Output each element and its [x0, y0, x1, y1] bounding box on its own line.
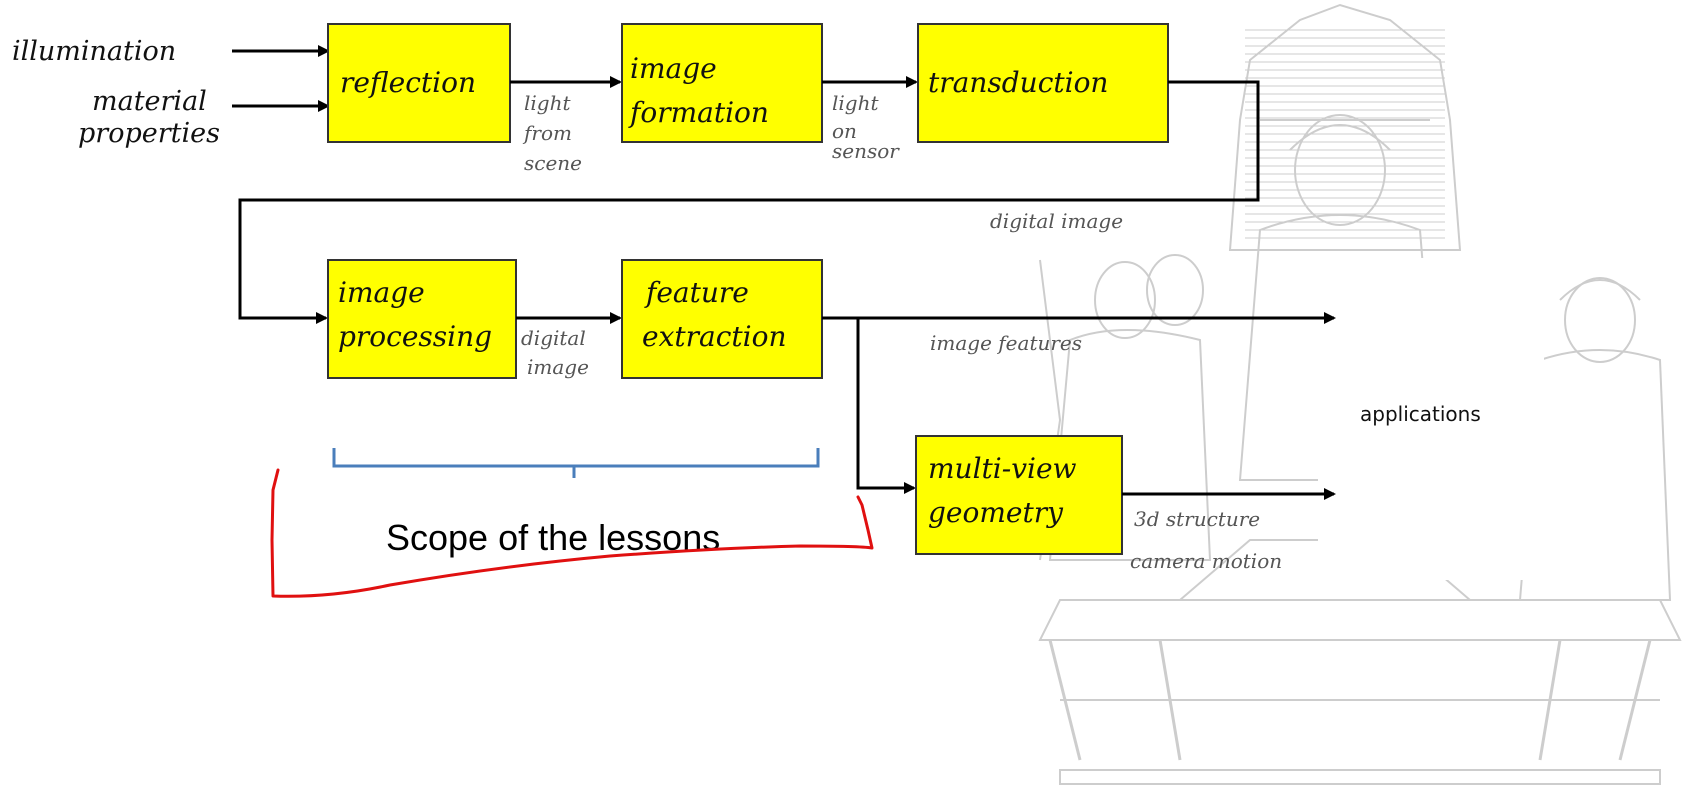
to-multiview-arrow [856, 318, 916, 494]
scope-annotation [270, 468, 874, 598]
image-processing-label-2: processing [338, 320, 492, 353]
feature-extraction-label-1: feature [644, 276, 749, 309]
edge-label-on: on [832, 119, 857, 143]
image-formation-box: image formation [621, 23, 823, 143]
edge-label-scene: scene [524, 151, 582, 175]
edge-label-light-2: light [832, 91, 879, 115]
edge-label-image-features: image features [930, 331, 1082, 355]
image-processing-label-1: image [338, 276, 425, 309]
feature-extraction-box: feature extraction [621, 259, 823, 379]
edge-label-digital: digital [521, 326, 586, 350]
multi-view-geometry-box: multi-view geometry [915, 435, 1123, 555]
applications-panel [1318, 258, 1544, 580]
edge-label-3d-structure: 3d structure [1134, 507, 1260, 531]
image-formation-label-1: image [630, 52, 717, 85]
edge-label-from: from [522, 121, 572, 145]
multi-view-geometry-label-1: multi-view [928, 452, 1077, 485]
edge-label-image: image [527, 355, 589, 379]
material-label: material [92, 86, 207, 117]
reflection-box: reflection [327, 23, 511, 143]
transduction-label: transduction [928, 66, 1108, 99]
applications-label: applications [1360, 402, 1481, 426]
multi-view-geometry-label-2: geometry [928, 496, 1064, 529]
image-processing-box: image processing [327, 259, 517, 379]
edge-label-light: light [524, 91, 571, 115]
edge-label-sensor: sensor [832, 139, 900, 163]
properties-label: properties [78, 118, 220, 149]
transduction-box: transduction [917, 23, 1169, 143]
image-formation-label-2: formation [628, 96, 769, 129]
reflection-label: reflection [340, 66, 476, 99]
feature-extraction-label-2: extraction [642, 320, 786, 353]
digital-image-connector [238, 80, 1260, 324]
edge-label-digital-image-top: digital image [990, 209, 1123, 233]
scope-brace [332, 448, 820, 478]
edge-label-camera-motion: camera motion [1130, 549, 1282, 573]
illumination-label: illumination [12, 36, 176, 67]
watermark-engraving [1038, 3, 1682, 785]
